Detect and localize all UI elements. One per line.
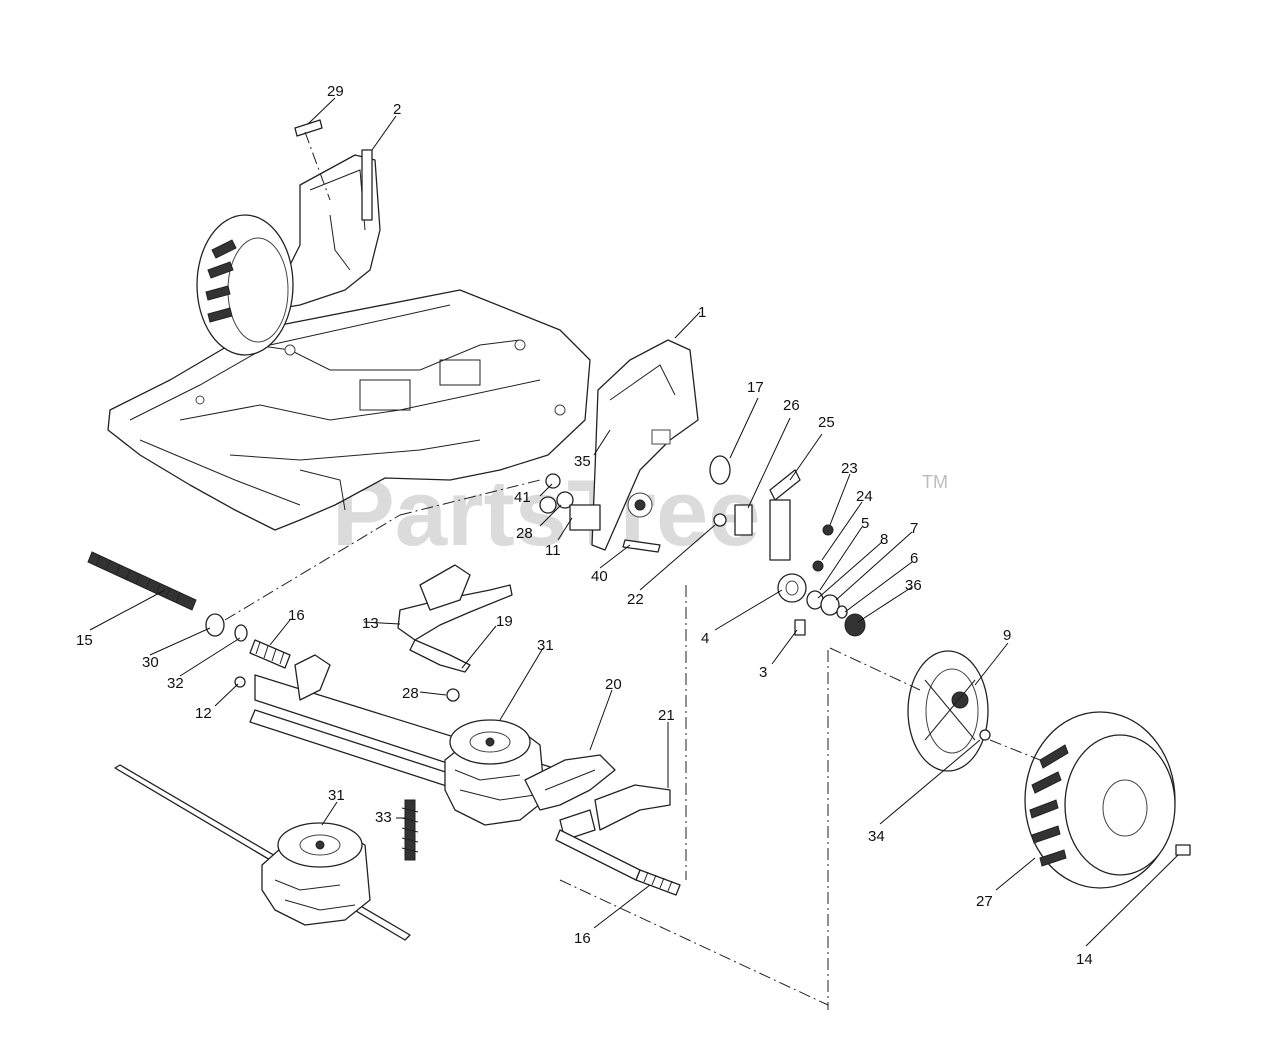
alignment-lines	[224, 479, 1041, 1010]
callout-28-upper: 28	[516, 525, 533, 542]
callout-34: 34	[868, 828, 885, 845]
shift-bracket	[591, 339, 699, 551]
callout-1: 1	[698, 304, 706, 321]
callout-16-upper: 16	[288, 607, 305, 624]
lower-shaft	[114, 764, 411, 941]
callout-25: 25	[818, 414, 835, 431]
callout-28-lower: 28	[402, 685, 419, 702]
callout-22: 22	[627, 591, 644, 608]
hub-9	[907, 650, 989, 772]
callout-9: 9	[1003, 627, 1011, 644]
callout-36: 36	[905, 577, 922, 594]
callout-11: 11	[545, 542, 561, 559]
callout-30: 30	[142, 654, 159, 671]
spring-15	[87, 551, 197, 611]
callout-8: 8	[880, 531, 888, 548]
linkage-13-19	[397, 564, 513, 702]
callout-17: 17	[747, 379, 764, 396]
callout-29: 29	[327, 83, 344, 100]
callout-33: 33	[375, 809, 392, 826]
callout-labels: 29 2 1 17 26 25 23 24 5 7 8 6 36 35 41 2…	[76, 83, 1093, 968]
leader-lines	[89, 97, 1179, 947]
bracket-21	[594, 784, 671, 831]
hardware-cluster	[539, 455, 866, 637]
callout-12: 12	[195, 705, 212, 722]
bushings	[205, 613, 291, 669]
callout-35: 35	[574, 453, 591, 470]
spring-33	[401, 799, 419, 861]
callout-24: 24	[856, 488, 873, 505]
callout-15: 15	[76, 632, 93, 649]
callout-23: 23	[841, 460, 858, 477]
transmission-upper	[444, 719, 546, 826]
callout-3: 3	[759, 664, 767, 681]
callout-31-lower: 31	[328, 787, 345, 804]
callout-13: 13	[362, 615, 379, 632]
callout-7: 7	[910, 520, 918, 537]
sector-20	[524, 754, 616, 841]
callout-16-lower: 16	[574, 930, 591, 947]
callout-6: 6	[910, 550, 918, 567]
callout-26: 26	[783, 397, 800, 414]
rear-wheel	[196, 214, 294, 356]
callout-27: 27	[976, 893, 993, 910]
bolt-14	[1175, 844, 1191, 856]
sleeve-16b	[555, 829, 681, 896]
callout-5: 5	[861, 515, 869, 532]
callout-19: 19	[496, 613, 513, 630]
callout-20: 20	[605, 676, 622, 693]
callout-2: 2	[393, 101, 401, 118]
callout-21: 21	[658, 707, 675, 724]
washer-34	[979, 729, 991, 741]
callout-32: 32	[167, 675, 184, 692]
callout-40: 40	[591, 568, 608, 585]
callout-31-upper: 31	[537, 637, 554, 654]
watermark-trademark: TM	[922, 472, 948, 492]
callout-14: 14	[1076, 951, 1093, 968]
rod-29	[294, 119, 331, 201]
callout-4: 4	[701, 630, 709, 647]
front-wheel-27	[1024, 711, 1176, 889]
callout-41: 41	[514, 489, 531, 506]
